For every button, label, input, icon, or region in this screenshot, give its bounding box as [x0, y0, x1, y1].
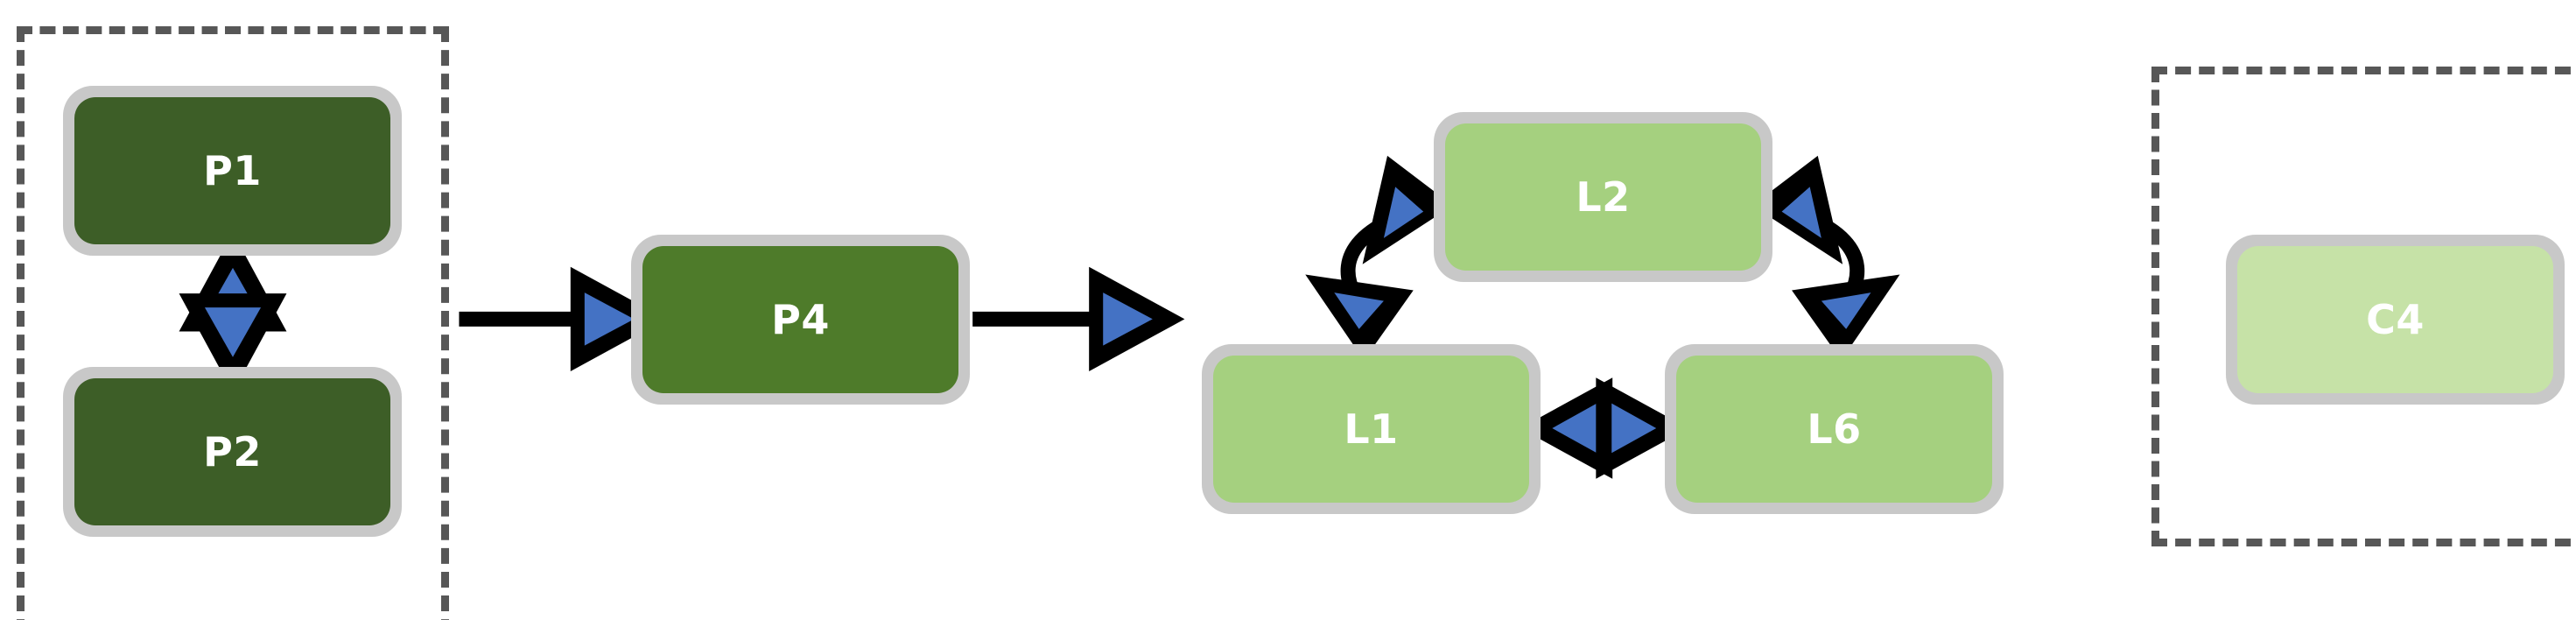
- arrowhead-to-l1: [1305, 274, 1414, 361]
- edge-p4-to-group-right: [972, 266, 1185, 372]
- group-container-right: [2151, 67, 2576, 546]
- node-p2[interactable]: P2: [63, 367, 402, 537]
- edge-l1-l2: [1305, 155, 1453, 361]
- node-l2[interactable]: L2: [1434, 112, 1772, 282]
- node-l1-body: L1: [1213, 356, 1529, 503]
- edge-group-left-to-p4: [459, 266, 667, 372]
- node-l6[interactable]: L6: [1665, 344, 2004, 514]
- group-container-left: [17, 26, 449, 620]
- node-l1[interactable]: L1: [1202, 344, 1541, 514]
- node-p4-label: P4: [771, 296, 830, 343]
- node-c4-label: C4: [2366, 296, 2425, 343]
- arrowhead-to-l2: [1751, 155, 1843, 264]
- arrowhead-right: [1596, 377, 1688, 479]
- node-l2-label: L2: [1576, 173, 1631, 221]
- node-l6-label: L6: [1807, 405, 1862, 453]
- node-p4[interactable]: P4: [631, 235, 970, 405]
- arrowhead-right: [1089, 266, 1185, 372]
- edge-l1-l6: [1520, 377, 1688, 479]
- node-l2-body: L2: [1445, 123, 1761, 271]
- arrowhead-to-l6: [1792, 274, 1900, 361]
- node-c4[interactable]: C4: [2226, 235, 2565, 405]
- edge-l2-l6: [1751, 155, 1900, 361]
- node-c4-body: C4: [2237, 246, 2553, 393]
- node-p1[interactable]: P1: [63, 86, 402, 256]
- arrowhead-left: [1520, 377, 1613, 479]
- node-l6-body: L6: [1676, 356, 1992, 503]
- node-l1-label: L1: [1344, 405, 1399, 453]
- node-p1-label: P1: [203, 147, 262, 194]
- node-p2-body: P2: [74, 378, 390, 525]
- node-p2-label: P2: [203, 428, 262, 476]
- node-p4-body: P4: [642, 246, 958, 393]
- node-p1-body: P1: [74, 97, 390, 244]
- arrowhead-to-l2: [1362, 155, 1453, 264]
